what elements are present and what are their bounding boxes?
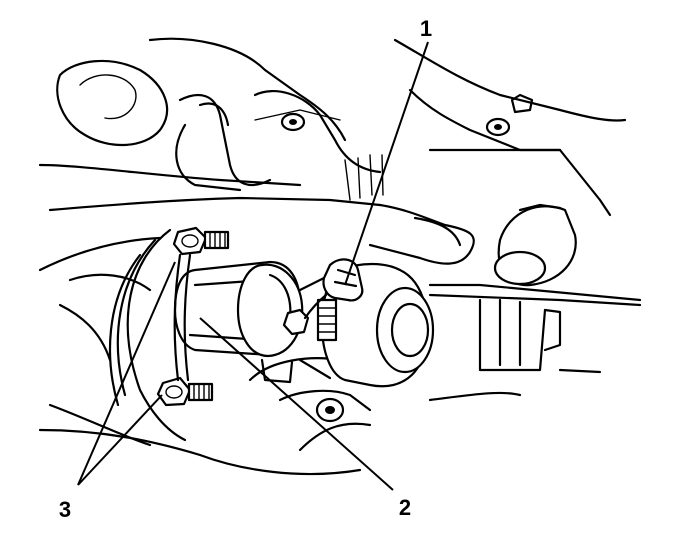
callout-1: 1: [420, 16, 432, 41]
leader-3a: [77, 261, 176, 486]
callout-2: 2: [399, 495, 411, 520]
leader-1: [344, 41, 429, 286]
starter-mounting-bolts: [156, 226, 230, 407]
flywheel-housing: [38, 228, 372, 476]
callout-3: 3: [59, 497, 71, 522]
callout-leaders: [77, 41, 429, 491]
leader-3b: [77, 394, 163, 486]
oil-pan: [428, 283, 642, 402]
leader-2: [199, 317, 394, 491]
pipes: [38, 93, 577, 287]
engine-block-upper: [56, 37, 627, 217]
starter-motor: [173, 253, 435, 423]
